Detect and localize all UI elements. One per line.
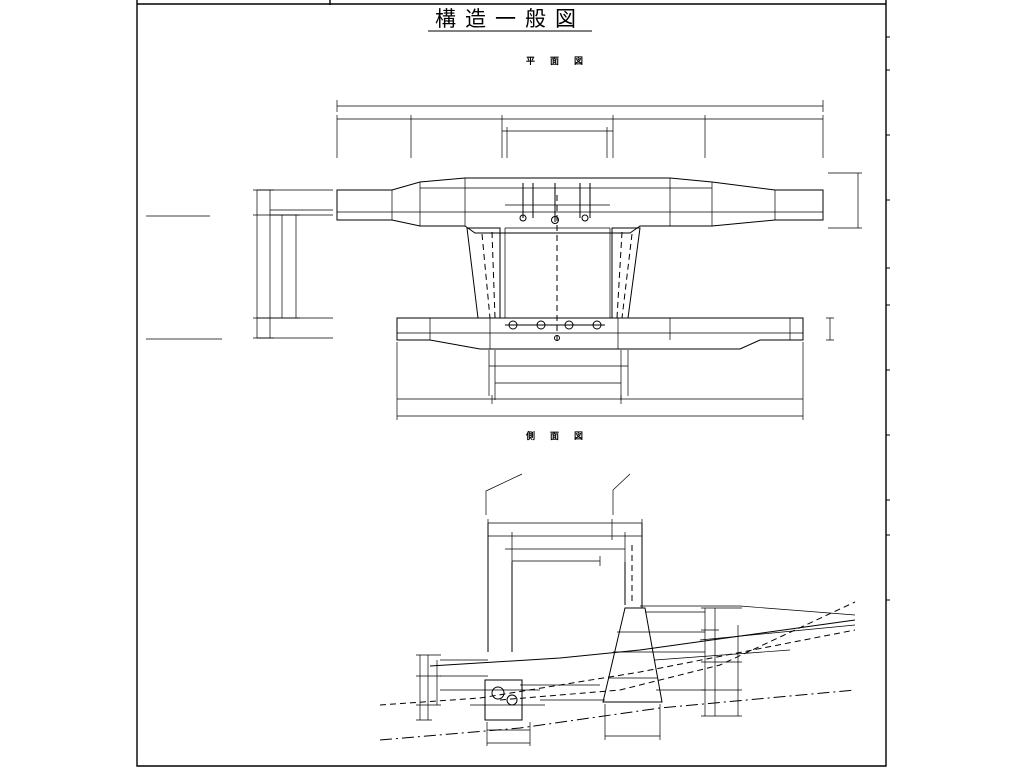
drawing-title: 構造一般図 <box>435 7 585 31</box>
side-footing-pile <box>491 686 505 700</box>
plan-left-section-lines <box>257 189 333 339</box>
frame-border <box>136 0 887 767</box>
side-bottom-dimension-right <box>604 704 661 740</box>
side-level-leader-right <box>612 473 631 515</box>
plan-right-small-dimension <box>826 317 834 341</box>
side-ground-dashed-2 <box>499 601 856 701</box>
plan-lower-center-mark <box>554 335 560 341</box>
side-left-vertical-dimensions <box>416 654 441 721</box>
side-right-vertical-dimensions <box>701 607 742 717</box>
side-retaining-wall-lines <box>608 611 705 691</box>
plan-bottom-dimension-3 <box>396 342 804 420</box>
plan-top-dimension-inner <box>502 127 613 158</box>
plan-view <box>146 100 862 420</box>
side-top-dimension-2 <box>488 532 642 562</box>
side-ground-line <box>429 619 856 667</box>
side-slope-lines <box>640 605 856 661</box>
side-left-footing-lines <box>440 659 605 706</box>
plan-left-column-hidden <box>481 231 496 319</box>
side-bottom-dimension-left-1 <box>486 722 531 746</box>
plan-left-column <box>466 227 501 319</box>
plan-lower-bearing <box>592 320 602 330</box>
plan-left-vertical-dimensions <box>253 189 300 339</box>
plan-top-dimension-segments <box>336 115 824 158</box>
side-footing-pile <box>506 694 518 706</box>
side-view <box>379 473 856 746</box>
plan-lower-beam-inner-lines <box>397 318 803 349</box>
plan-bearing-circle <box>519 214 527 222</box>
plan-lower-bearing <box>564 320 574 330</box>
side-left-footing <box>484 679 523 721</box>
side-retaining-wall <box>602 607 663 703</box>
plan-lower-bearing <box>536 320 546 330</box>
plan-bottom-dimension-1 <box>488 350 629 396</box>
plan-bearing-circle <box>581 214 589 222</box>
sheet-frame <box>136 0 890 767</box>
side-ground-dashdot <box>379 689 856 741</box>
plan-right-column-hidden <box>616 231 633 319</box>
plan-right-column <box>611 227 641 319</box>
plan-view-label: 平面図 <box>526 56 598 67</box>
plan-bottom-dimension-2 <box>494 350 622 400</box>
side-top-dimension-1 <box>487 519 643 542</box>
plan-top-dimension-total <box>336 100 824 112</box>
plan-right-height-dimension <box>828 172 862 229</box>
side-view-label: 側面図 <box>525 430 598 442</box>
side-top-dimension-4 <box>512 556 601 566</box>
plan-column-inner-faces <box>504 227 611 318</box>
plan-lower-beam-outline <box>396 317 804 350</box>
plan-bearing-bars <box>522 183 591 222</box>
frame-right-ticks <box>886 36 890 601</box>
side-column-outline <box>487 523 643 652</box>
side-level-leader-left <box>485 473 523 515</box>
plan-bearing-circle <box>551 216 559 224</box>
plan-lower-bearing <box>508 320 518 330</box>
